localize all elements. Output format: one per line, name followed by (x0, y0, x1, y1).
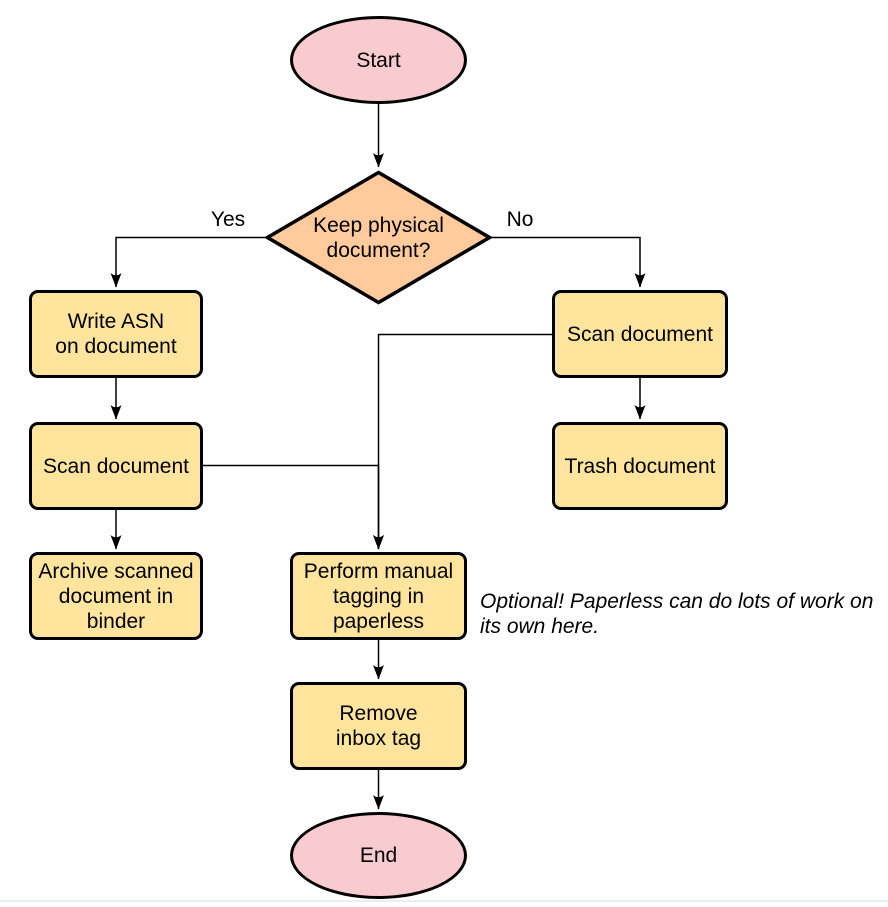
diamond-shape (265, 170, 492, 305)
edge-label-yes: Yes (210, 208, 246, 231)
node-scan-document-left: Scan document (29, 422, 203, 510)
node-start: Start (290, 16, 467, 104)
node-label: Start (356, 48, 401, 72)
node-label: Scan document (43, 454, 189, 478)
edge-label-no: No (506, 208, 534, 231)
node-scan-document-right: Scan document (552, 290, 728, 378)
node-label: Scan document (567, 322, 713, 346)
edge-scan-right-to-manual-tagging (373, 333, 552, 550)
edge-scan-left-to-manual-tagging (203, 464, 384, 550)
node-end: End (290, 812, 467, 899)
node-trash-document: Trash document (552, 422, 728, 510)
edge-decision-yes-to-write-asn (110, 236, 265, 288)
node-label: Trash document (564, 454, 716, 478)
bottom-divider (0, 900, 888, 902)
annotation-text: Optional! Paperless can do lots of work … (480, 590, 874, 638)
node-label: End (359, 844, 398, 867)
edge-decision-no-to-scan-right (492, 236, 646, 288)
